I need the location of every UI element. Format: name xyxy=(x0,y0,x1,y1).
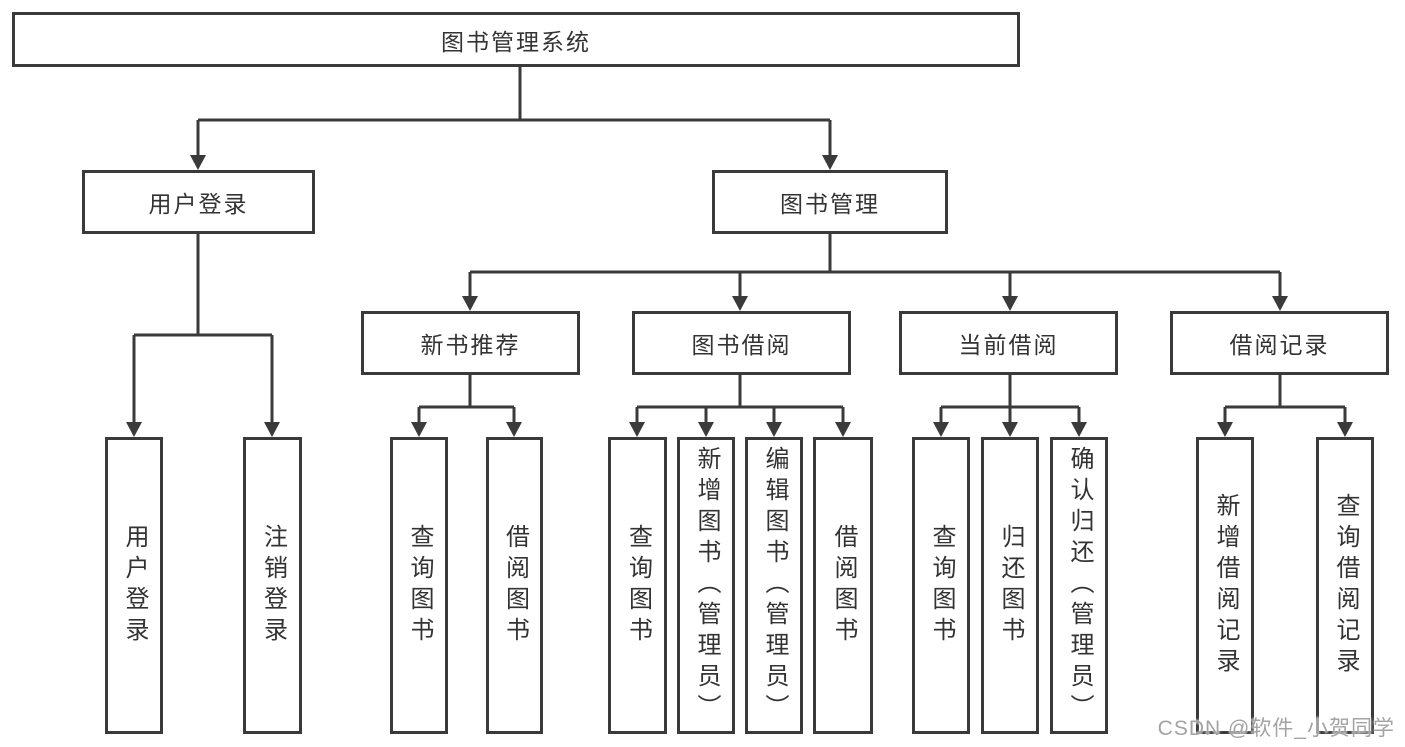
node-current-borrow: 当前借阅 xyxy=(899,311,1118,375)
leaf-add-books-admin: 新增图书（管理员） xyxy=(677,437,735,734)
leaf-query-books-recommend: 查询图书 xyxy=(390,437,448,734)
leaf-borrow-books-recommend: 借阅图书 xyxy=(486,437,543,734)
leaf-query-borrow-record: 查询借阅记录 xyxy=(1316,437,1374,734)
leaf-add-borrow-record: 新增借阅记录 xyxy=(1196,437,1254,734)
leaf-return-books: 归还图书 xyxy=(981,437,1039,734)
node-book-management: 图书管理 xyxy=(712,170,948,234)
node-book-borrow: 图书借阅 xyxy=(632,311,851,375)
leaf-query-books-borrow: 查询图书 xyxy=(608,437,667,734)
node-borrow-records: 借阅记录 xyxy=(1170,311,1389,375)
leaf-user-login: 用户登录 xyxy=(105,437,163,734)
leaf-borrow-books: 借阅图书 xyxy=(813,437,873,734)
leaf-logout: 注销登录 xyxy=(243,437,302,734)
leaf-confirm-return-admin: 确认归还（管理员） xyxy=(1050,437,1108,734)
csdn-watermark: CSDN @软件_小贺同学 xyxy=(1157,717,1395,740)
node-user-login: 用户登录 xyxy=(82,170,315,234)
node-new-book-recommend: 新书推荐 xyxy=(361,311,580,375)
leaf-query-books-current: 查询图书 xyxy=(912,437,970,734)
node-system-root: 图书管理系统 xyxy=(12,12,1020,67)
arrowheads xyxy=(126,155,1353,437)
leaf-edit-books-admin: 编辑图书（管理员） xyxy=(745,437,803,734)
